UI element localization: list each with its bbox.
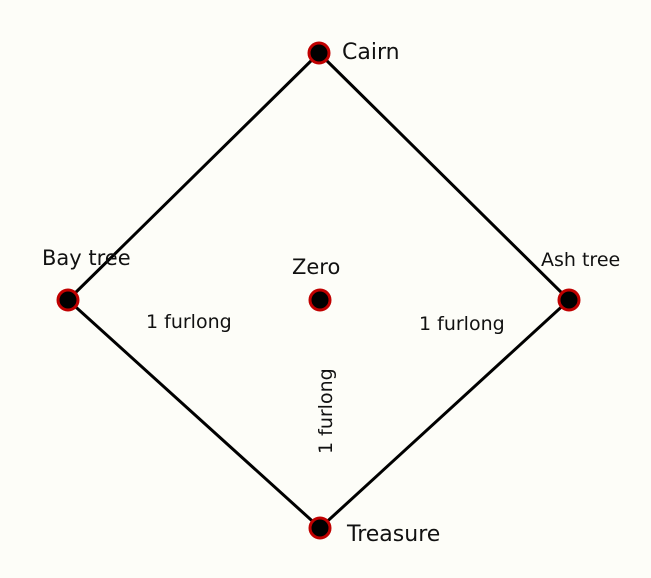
cairn-label: Cairn	[342, 40, 400, 65]
ash-tree-point	[557, 288, 581, 312]
distance-label-right: 1 furlong	[419, 313, 505, 335]
edge-bay-tree-cairn	[66, 51, 321, 302]
edge-ash-tree-treasure	[318, 298, 571, 530]
cairn-point	[307, 41, 331, 65]
distance-label-left: 1 furlong	[146, 311, 232, 333]
zero-point	[308, 288, 332, 312]
zero-label: Zero	[292, 255, 340, 279]
ash-tree-label: Ash tree	[541, 249, 620, 271]
treasure-point	[308, 516, 332, 540]
treasure-label: Treasure	[346, 522, 440, 547]
edge-treasure-bay-tree	[66, 298, 322, 530]
bay-tree-label: Bay tree	[42, 246, 131, 270]
distance-label-vertical: 1 furlong	[315, 368, 337, 454]
edge-cairn-ash-tree	[317, 51, 571, 302]
bay-tree-point	[56, 288, 80, 312]
